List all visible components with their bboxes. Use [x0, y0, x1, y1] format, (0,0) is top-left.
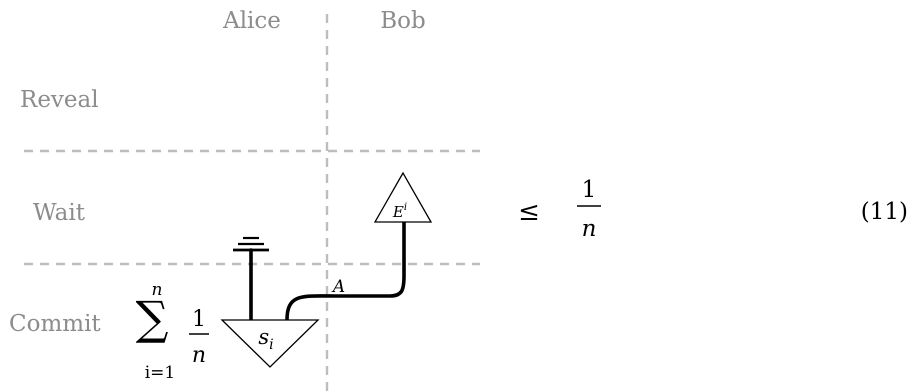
phase-label-reveal: Reveal	[20, 87, 99, 113]
state-label: si	[258, 325, 273, 353]
wire-a	[285, 220, 406, 322]
effect-label: Ei	[392, 202, 407, 221]
sum-symbol: ∑	[136, 291, 169, 345]
phase-label-commit: Commit	[9, 311, 101, 337]
effect-triangle	[373, 171, 433, 223]
relation-fraction-denominator: n	[582, 216, 597, 242]
sum-fraction-numerator: 1	[192, 307, 206, 332]
relation-symbol: ≤	[518, 197, 540, 227]
discard-icon	[233, 236, 269, 252]
relation-fraction-numerator: 1	[582, 177, 597, 203]
party-label-alice: Alice	[222, 8, 281, 34]
sum-lower-limit: i=1	[145, 363, 176, 383]
party-label-bob: Bob	[380, 8, 425, 34]
equation-number: (11)	[861, 199, 908, 225]
sum-upper-limit: n	[152, 280, 163, 300]
sum-fraction-denominator: n	[192, 343, 206, 368]
phase-label-wait: Wait	[33, 200, 86, 226]
state-triangle	[220, 319, 320, 368]
wire-label-a: A	[331, 277, 345, 297]
